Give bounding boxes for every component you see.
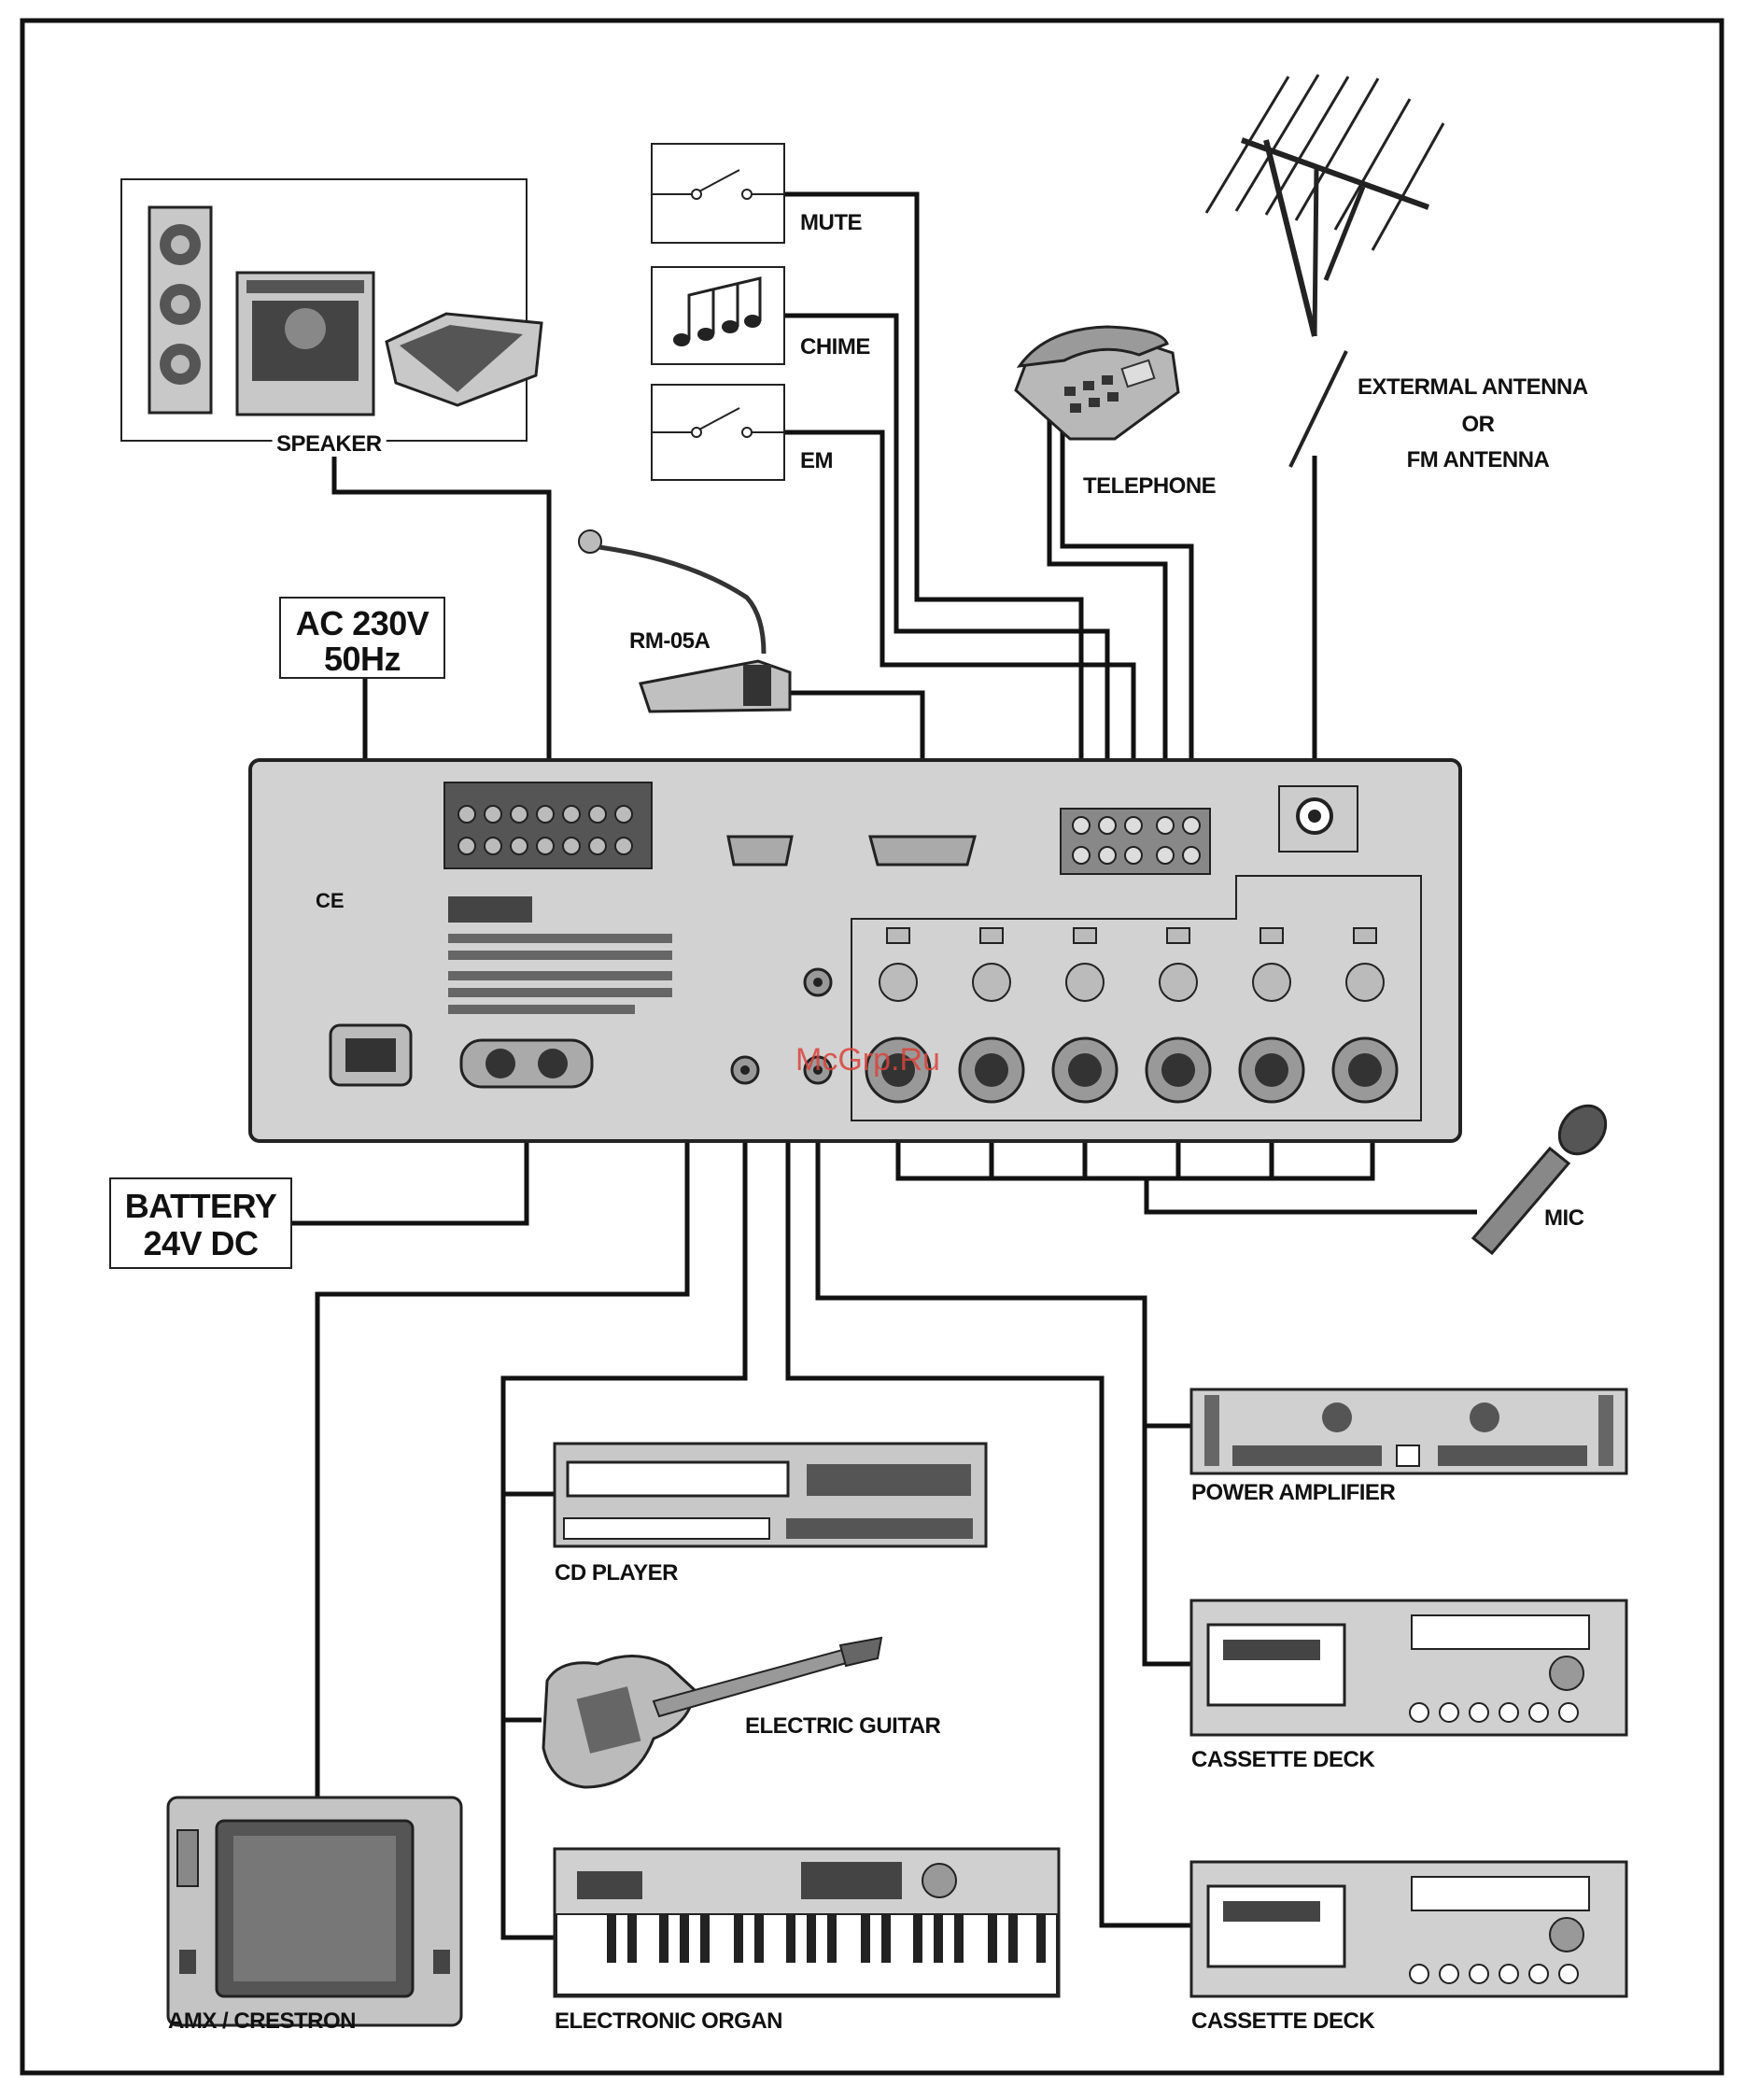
telephone: TELEPHONE	[1016, 327, 1217, 499]
electronic-organ-label: ELECTRONIC ORGAN	[555, 2008, 782, 2034]
amx-crestron-label: AMX / CRESTRON	[168, 2008, 356, 2034]
telephone-label: TELEPHONE	[1083, 473, 1217, 499]
wire-line-cassette-1	[1145, 1426, 1191, 1664]
antenna-label-line3: FM ANTENNA	[1407, 447, 1550, 472]
svg-text:CE: CE	[316, 889, 345, 912]
cd-player-label: CD PLAYER	[555, 1560, 678, 1586]
chime-label: CHIME	[800, 334, 870, 359]
battery-box: BATTERY 24V DC	[110, 1178, 291, 1268]
amplifier-rear-panel: CE	[250, 760, 1460, 1141]
electric-guitar-label: ELECTRIC GUITAR	[745, 1713, 941, 1739]
cd-player: CD PLAYER	[555, 1444, 986, 1586]
electric-guitar: ELECTRIC GUITAR	[543, 1638, 941, 1787]
wire-mute	[784, 194, 1081, 812]
mute-label: MUTE	[800, 210, 862, 235]
cassette-deck-2-label: CASSETTE DECK	[1191, 2008, 1375, 2034]
ac-power-box: AC 230V 50Hz	[280, 598, 444, 678]
rm05a-label: RM-05A	[629, 628, 711, 654]
ac-label-line1: AC 230V	[296, 604, 429, 642]
em-label: EM	[800, 448, 833, 473]
microphone: MIC	[1473, 1096, 1615, 1253]
cassette-deck-1-label: CASSETTE DECK	[1191, 1747, 1375, 1772]
speaker-group: SPEAKER	[121, 179, 542, 457]
rm05a-remote-mic: RM-05A	[579, 530, 790, 712]
antenna-label-line2: OR	[1462, 412, 1495, 437]
power-amplifier-label: POWER AMPLIFIER	[1191, 1480, 1395, 1505]
antenna-label-line1: EXTERMAL ANTENNA	[1358, 374, 1588, 400]
cassette-deck-1: CASSETTE DECK	[1191, 1600, 1626, 1772]
battery-label-line2: 24V DC	[143, 1224, 259, 1262]
ac-label-line2: 50Hz	[324, 640, 401, 678]
mic-label: MIC	[1544, 1205, 1584, 1231]
watermark: McGrp.Ru	[795, 1042, 940, 1078]
power-amplifier: POWER AMPLIFIER	[1191, 1389, 1626, 1505]
electronic-organ: ELECTRONIC ORGAN	[555, 1849, 1059, 2034]
speaker-label: SPEAKER	[276, 431, 382, 457]
fm-antenna: EXTERMAL ANTENNA OR FM ANTENNA	[1206, 75, 1588, 472]
battery-label-line1: BATTERY	[125, 1187, 277, 1225]
cassette-deck-2: CASSETTE DECK	[1191, 1862, 1626, 2034]
amx-crestron-panel: AMX / CRESTRON	[168, 1797, 461, 2034]
